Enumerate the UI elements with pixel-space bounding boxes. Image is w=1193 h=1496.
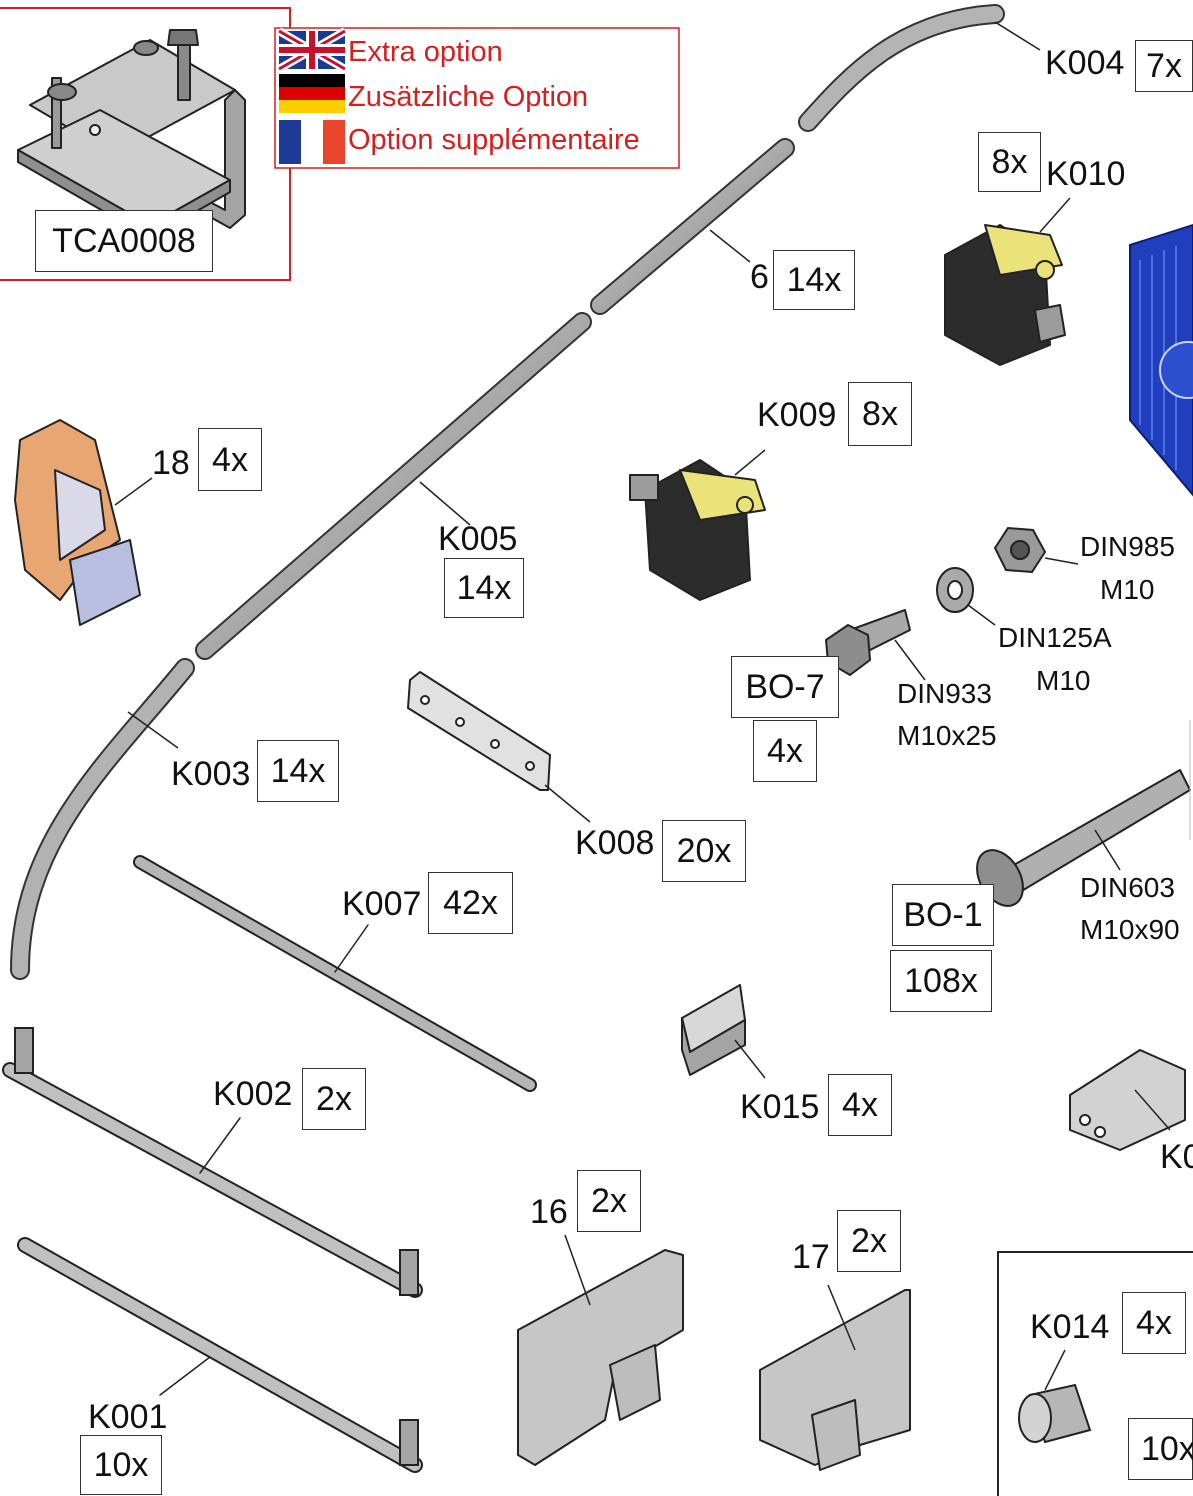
k004-curved-tube-drawing bbox=[798, 4, 1041, 132]
k008-code: K008 bbox=[575, 824, 655, 862]
k003-qty: 14x bbox=[257, 740, 339, 802]
part-18-qty: 4x bbox=[198, 428, 262, 491]
u-bracket-drawing bbox=[1069, 1049, 1186, 1151]
k015-code: K015 bbox=[740, 1088, 820, 1126]
plate-17-drawing bbox=[759, 1284, 911, 1471]
k002-qty: 2x bbox=[302, 1068, 366, 1130]
k005-code: K005 bbox=[438, 520, 518, 558]
k009-qty: 8x bbox=[848, 382, 912, 446]
k008-qty: 20x bbox=[662, 820, 746, 882]
bo-1-qty: 108x bbox=[890, 950, 992, 1012]
k014-frame bbox=[997, 1251, 1193, 1496]
din125a-name: DIN125A bbox=[998, 622, 1112, 653]
k014-sleeve-drawing bbox=[1018, 1349, 1092, 1444]
bo-1-code: BO-1 bbox=[892, 884, 994, 946]
din125a-size: M10 bbox=[1036, 665, 1091, 696]
k007-strut-drawing bbox=[133, 855, 537, 1092]
k010-bracket-drawing bbox=[944, 197, 1071, 366]
k002-code: K002 bbox=[213, 1075, 293, 1113]
tca0008-code-box: TCA0008 bbox=[35, 210, 213, 272]
din933-name: DIN933 bbox=[897, 678, 992, 709]
k007-qty: 42x bbox=[428, 872, 513, 934]
container-drawing bbox=[1129, 223, 1193, 497]
k007-code: K007 bbox=[342, 885, 422, 923]
cropped-part-code: K0 bbox=[1160, 1138, 1193, 1176]
cropped-part-qty: 10x bbox=[1128, 1418, 1193, 1480]
plate-17-qty: 2x bbox=[837, 1210, 901, 1272]
k003-code: K003 bbox=[171, 755, 251, 793]
k001-code: K001 bbox=[88, 1398, 168, 1436]
bo-7-qty: 4x bbox=[753, 720, 817, 782]
washer-din125a-drawing bbox=[936, 567, 996, 626]
germany-flag-icon bbox=[279, 74, 345, 113]
k001-bar-drawing bbox=[17, 1237, 423, 1473]
k004-qty: 7x bbox=[1135, 40, 1193, 92]
tube-6-drawing bbox=[590, 138, 795, 315]
bo-7-code: BO-7 bbox=[731, 656, 839, 718]
tube-6-qty: 14x bbox=[773, 250, 855, 310]
k005-qty: 14x bbox=[444, 558, 524, 618]
k001-qty: 10x bbox=[80, 1435, 162, 1495]
tube-6-code: 6 bbox=[750, 258, 769, 296]
plate-16-qty: 2x bbox=[577, 1170, 641, 1232]
k014-qty: 4x bbox=[1122, 1292, 1186, 1354]
k015-qty: 4x bbox=[828, 1074, 892, 1136]
plate-16-drawing bbox=[517, 1234, 684, 1466]
din985-size: M10 bbox=[1100, 574, 1155, 605]
uk-flag-icon bbox=[277, 27, 347, 73]
din933-size: M10x25 bbox=[897, 720, 997, 751]
part-18-code: 18 bbox=[152, 444, 190, 482]
france-flag-icon bbox=[279, 120, 345, 164]
din985-name: DIN985 bbox=[1080, 531, 1175, 562]
clamp-tca0008-drawing bbox=[17, 29, 246, 239]
din603-name: DIN603 bbox=[1080, 872, 1175, 903]
k005-long-tube-drawing bbox=[195, 312, 592, 660]
legend-line-en: Extra option bbox=[348, 36, 503, 68]
plate-16-code: 16 bbox=[530, 1193, 568, 1231]
k010-qty: 8x bbox=[978, 132, 1041, 192]
k014-code: K014 bbox=[1030, 1308, 1110, 1346]
din603-size: M10x90 bbox=[1080, 914, 1180, 945]
nut-din985-drawing bbox=[993, 526, 1079, 574]
k008-plate-drawing bbox=[407, 671, 591, 823]
k002-bar-drawing bbox=[2, 1027, 423, 1298]
plate-17-code: 17 bbox=[792, 1238, 830, 1276]
legend-line-fr: Option supplémentaire bbox=[348, 124, 640, 156]
bolt-din933-drawing bbox=[825, 609, 926, 681]
k010-code: K010 bbox=[1046, 155, 1126, 193]
k004-code: K004 bbox=[1045, 44, 1125, 82]
k009-bracket-drawing bbox=[629, 449, 766, 601]
k015-cap-drawing bbox=[681, 984, 766, 1079]
legend-line-de: Zusätzliche Option bbox=[348, 81, 589, 113]
k003-curved-tube-drawing bbox=[10, 658, 195, 980]
k009-code: K009 bbox=[757, 396, 837, 434]
part-18-drawing bbox=[14, 419, 153, 626]
